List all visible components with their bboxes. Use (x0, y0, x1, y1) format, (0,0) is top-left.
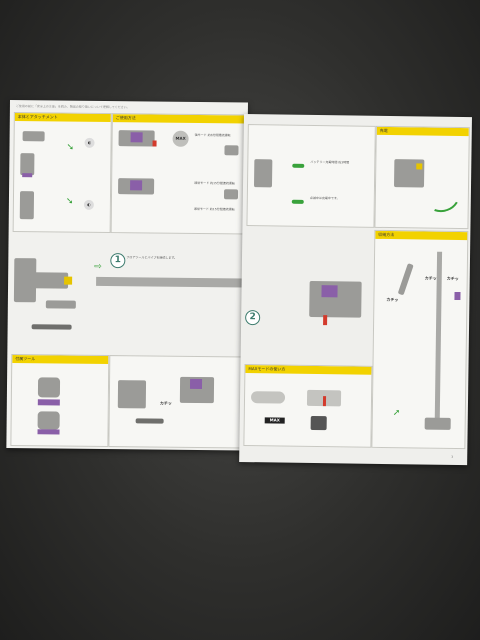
tool-illustration (397, 263, 414, 296)
tool-illustration (20, 153, 35, 176)
step-1-number: 1 (110, 253, 126, 269)
step-2-number: 2 (245, 310, 261, 326)
vacuum-trigger-part (323, 315, 328, 326)
vacuum-cyclone-part (189, 378, 203, 390)
page-number: 3 (451, 454, 454, 459)
vacuum-cyclone-part (321, 285, 338, 298)
mode-label: 通常モード 約15分間連続運転 (193, 206, 235, 212)
left-page: ご使用の前に「安全上の注意」を読み、製品の取り扱いについて理解してください。 本… (6, 100, 275, 451)
vacuum-illustration (224, 145, 239, 156)
arrow-icon: ➘ (65, 196, 74, 207)
brush-bar (31, 324, 72, 330)
panel-storage: 収納方法 カチッ カチッ カチッ ➚ (371, 229, 469, 450)
vacuum-illustration (117, 380, 147, 409)
panel-charge: 充電 (374, 125, 470, 230)
floor-head-part (45, 300, 76, 309)
tool-illustration (22, 131, 45, 142)
arrow-icon: ⇨ (94, 261, 102, 272)
tool-purple-part (37, 429, 60, 435)
panel-max-mode-title: MAXモードの使い方 (245, 365, 372, 375)
brush-tool-illustration (37, 411, 60, 430)
tool-purple-part (22, 173, 33, 178)
vacuum-trigger-part (322, 396, 327, 407)
filter-illustration (310, 415, 327, 431)
panel-attachments-title: 本体とアタッチメント (14, 113, 111, 123)
tool-purple-part (37, 399, 60, 406)
right-page: バッテリー充電時間 約3時間 点滅中は充電中です。 充電 2 収納方法 カチッ … (239, 114, 472, 466)
max-button-icon: MAX (264, 417, 285, 424)
vacuum-illustration (223, 189, 239, 200)
panel-attachments: 本体とアタッチメント ➘ ➘ ◐ ◐ (12, 112, 112, 234)
panel-tools: 付属ツール (10, 354, 110, 448)
panel-charge-title: 充電 (376, 126, 469, 137)
lock-icon: ◐ (83, 199, 94, 210)
click-sound-label: カチッ (159, 400, 172, 406)
tool-illustration (135, 418, 164, 424)
mode-label: 強モード 約6分間連続運転 (194, 132, 231, 138)
panel-tools-title: 付属ツール (12, 355, 109, 365)
mode-label: 通常モード 約15分間連続運転 (194, 180, 235, 186)
lock-icon: ◐ (84, 137, 95, 148)
charger-cable-icon (422, 178, 464, 217)
battery-illustration (253, 159, 273, 188)
vacuum-cyclone-part (130, 132, 143, 143)
floor-head-illustration (30, 272, 69, 289)
tool-purple-part (454, 291, 461, 301)
panel-storage-title: 収納方法 (375, 230, 468, 241)
panel-usage: ご使用方法 MAX 強モード 約6分間連続運転 通常モード 約15分間連続運転 … (110, 113, 248, 235)
click-sound-label: カチッ (424, 275, 437, 281)
vacuum-illustration (250, 391, 286, 404)
vacuum-cyclone-part (130, 180, 143, 191)
battery-text: 点滅中は充電中です。 (309, 195, 340, 201)
arrow-icon: ➚ (392, 408, 401, 419)
vacuum-trigger-part (152, 140, 157, 147)
led-indicator (292, 163, 305, 168)
arrow-icon: ➘ (66, 142, 75, 153)
led-indicator (291, 199, 304, 204)
panel-usage-title: ご使用方法 (112, 114, 247, 124)
click-sound-label: カチッ (386, 297, 399, 303)
battery-text: バッテリー充電時間 約3時間 (310, 159, 350, 165)
max-button-icon: MAX (172, 130, 189, 147)
crevice-tool-illustration (37, 377, 61, 398)
step-1-note: フロアツールとパイプを接続します。 (126, 255, 178, 260)
panel-max-mode: MAXモードの使い方 MAX (243, 364, 373, 448)
click-sound-label: カチッ (446, 275, 459, 282)
panel-tool-attach: カチッ (108, 355, 246, 449)
intro-text: ご使用の前に「安全上の注意」を読み、製品の取り扱いについて理解してください。 (15, 104, 130, 110)
floor-head-illustration (424, 417, 451, 430)
floor-head-connector (64, 276, 73, 285)
vacuum-handle-part (416, 163, 423, 170)
tool-illustration (19, 191, 35, 220)
panel-battery: バッテリー充電時間 約3時間 点滅中は充電中です。 (246, 124, 376, 228)
